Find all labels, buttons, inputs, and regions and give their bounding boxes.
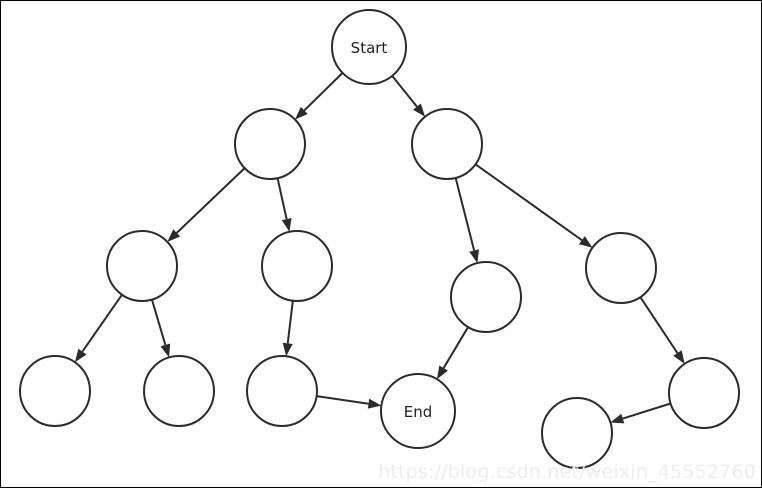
arrowhead-icon xyxy=(579,236,593,248)
graph-edge xyxy=(74,294,123,363)
node-circle[interactable] xyxy=(331,9,407,85)
graph-node-n8[interactable] xyxy=(143,355,215,427)
graph-edge xyxy=(316,395,382,409)
graph-edge xyxy=(474,163,593,248)
graph-node-n9[interactable] xyxy=(246,355,318,427)
node-circle[interactable] xyxy=(380,373,456,449)
graph-edge xyxy=(610,402,671,424)
node-label: End xyxy=(404,403,433,421)
graph-edge xyxy=(454,177,479,264)
arrowhead-icon xyxy=(436,365,448,380)
arrowhead-icon xyxy=(367,398,382,409)
graph-node-n5[interactable] xyxy=(450,261,522,333)
arrowhead-icon xyxy=(282,342,293,357)
graph-node-n1[interactable] xyxy=(234,108,306,180)
graph-node-n3[interactable] xyxy=(106,230,178,302)
node-circle[interactable] xyxy=(261,230,333,302)
node-circle[interactable] xyxy=(234,108,306,180)
node-circle[interactable] xyxy=(19,355,91,427)
graph-edge xyxy=(391,75,426,117)
arrowhead-icon xyxy=(74,348,87,363)
graph-node-end[interactable]: End xyxy=(380,373,456,449)
node-circle[interactable] xyxy=(585,232,657,304)
graph-edge xyxy=(150,299,171,358)
graph-node-start[interactable]: Start xyxy=(331,9,407,85)
node-circle[interactable] xyxy=(541,397,613,469)
graph-edge xyxy=(167,167,246,242)
node-circle[interactable] xyxy=(668,357,740,429)
watermark-text: https://blog.csdn.net/weixin_45552760 xyxy=(378,461,756,483)
graph-edge xyxy=(295,72,344,120)
arrowhead-icon xyxy=(160,343,171,358)
arrowhead-icon xyxy=(469,249,479,264)
graph-node-n2[interactable] xyxy=(411,108,483,180)
node-circle[interactable] xyxy=(246,355,318,427)
node-circle[interactable] xyxy=(143,355,215,427)
graph-node-n7[interactable] xyxy=(19,355,91,427)
graph-edge xyxy=(282,300,294,357)
edge-layer xyxy=(74,72,685,424)
graph-edge xyxy=(436,326,469,380)
graph-node-n4[interactable] xyxy=(261,230,333,302)
node-circle[interactable] xyxy=(450,261,522,333)
graph-node-n10[interactable] xyxy=(668,357,740,429)
graph-edge xyxy=(276,177,292,232)
arrowhead-icon xyxy=(610,413,625,424)
arrowhead-icon xyxy=(167,229,181,242)
graph-edge xyxy=(639,296,685,364)
node-circle[interactable] xyxy=(106,230,178,302)
graph-node-n6[interactable] xyxy=(585,232,657,304)
arrowhead-icon xyxy=(413,103,426,117)
arrowhead-icon xyxy=(295,106,308,120)
node-circle[interactable] xyxy=(411,108,483,180)
node-label: Start xyxy=(351,39,388,57)
arrowhead-icon xyxy=(281,218,292,232)
graph-node-n11[interactable] xyxy=(541,397,613,469)
arrowhead-icon xyxy=(673,350,685,364)
